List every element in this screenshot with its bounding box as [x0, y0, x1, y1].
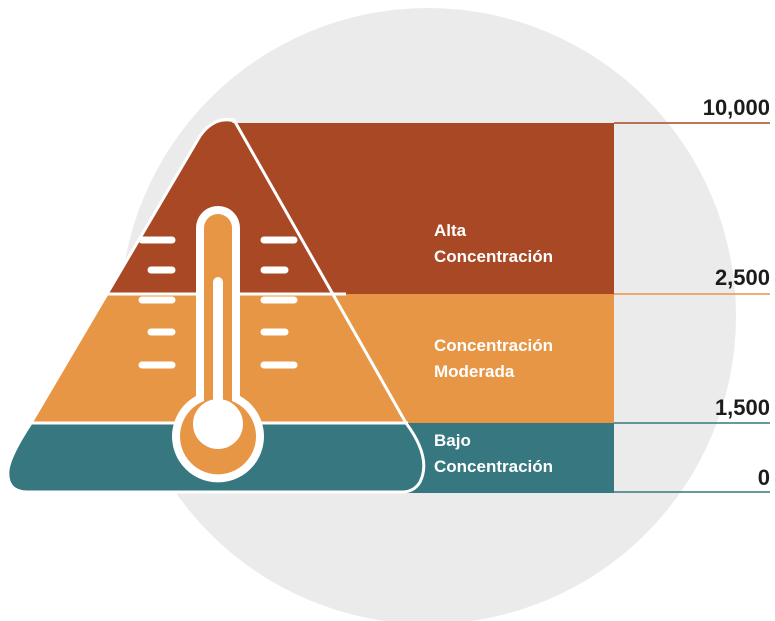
- band-moderate-label-line2: Moderada: [434, 362, 515, 381]
- scale-label-10000: 10,000: [703, 95, 770, 120]
- band-moderate-label-line1: Concentración: [434, 336, 553, 355]
- band-high-label-line1: Alta: [434, 221, 467, 240]
- thermometer-icon: [138, 206, 298, 483]
- band-high-label-line2: Concentración: [434, 247, 553, 266]
- band-low-label-line2: Concentración: [434, 457, 553, 476]
- thermometer-bulb: [193, 399, 243, 449]
- thermometer-scale-marks: [138, 236, 298, 369]
- scale-lines: [614, 122, 770, 493]
- scale-label-1500: 1,500: [715, 395, 770, 420]
- scale-label-2500: 2,500: [715, 265, 770, 290]
- band-low-label-line1: Bajo: [434, 431, 471, 450]
- scale-label-0: 0: [758, 465, 770, 490]
- pyramid-outline: [6, 117, 426, 494]
